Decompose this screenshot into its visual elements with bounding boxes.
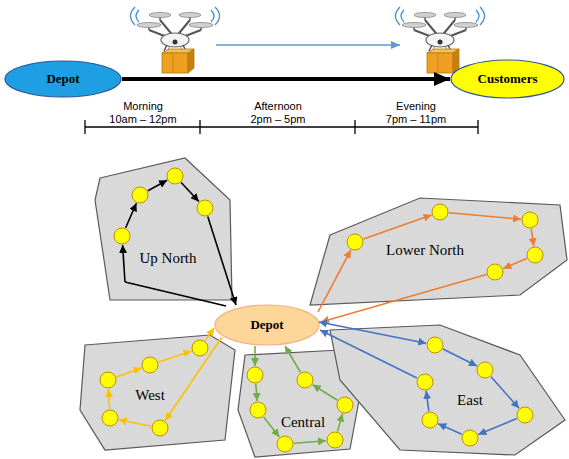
region-label: Central: [281, 414, 325, 431]
customer-dot: [347, 234, 363, 250]
flow-arrow: [122, 77, 450, 81]
customer-dot: [132, 187, 148, 203]
customer-dot: [432, 204, 448, 220]
customer-dot: [152, 420, 168, 436]
customer-dot: [477, 362, 493, 378]
customer-dot: [462, 430, 478, 446]
customer-dot: [337, 397, 353, 413]
region-label: East: [457, 392, 483, 409]
depot-ellipse: Depot: [214, 304, 320, 346]
customer-dot: [102, 410, 118, 426]
customers-ellipse: Customers: [450, 59, 565, 99]
time-range: 2pm – 5pm: [250, 113, 305, 125]
depot-ellipse: Depot: [4, 60, 122, 98]
polygon-outline: [330, 325, 565, 455]
customer-dot: [487, 264, 503, 280]
customer-dot: [422, 412, 438, 428]
customer-dot: [250, 402, 266, 418]
customer-dot: [114, 228, 130, 244]
customer-dot: [142, 357, 158, 373]
node-label: Customers: [478, 71, 538, 87]
customer-dot: [297, 372, 313, 388]
customer-dot: [517, 407, 533, 423]
period-label: Evening: [396, 100, 436, 112]
period-label: Morning: [123, 100, 163, 112]
node-label: Depot: [250, 317, 283, 333]
customer-dot: [417, 374, 433, 390]
customer-dot: [247, 367, 263, 383]
customer-dot: [277, 436, 293, 452]
route: [114, 168, 236, 306]
route: [247, 346, 353, 452]
period-label: Afternoon: [254, 100, 302, 112]
time-range: 7pm – 11pm: [386, 113, 446, 125]
customer-dot: [427, 337, 443, 353]
region-label: Up North: [139, 250, 196, 267]
route: [318, 204, 543, 322]
region-label: West: [135, 387, 165, 404]
route: [319, 322, 533, 446]
region-label: Lower North: [386, 242, 464, 259]
route: [100, 328, 222, 436]
region-polygon: East: [330, 325, 565, 455]
node-label: Depot: [46, 71, 79, 87]
customer-dot: [167, 168, 183, 184]
customer-dot: [527, 247, 543, 263]
customer-dot: [197, 200, 213, 216]
time-range: 10am – 12pm: [109, 113, 176, 125]
customer-dot: [327, 432, 343, 448]
customer-dot: [100, 372, 116, 388]
customer-dot: [522, 212, 538, 228]
customer-dot: [192, 340, 208, 356]
